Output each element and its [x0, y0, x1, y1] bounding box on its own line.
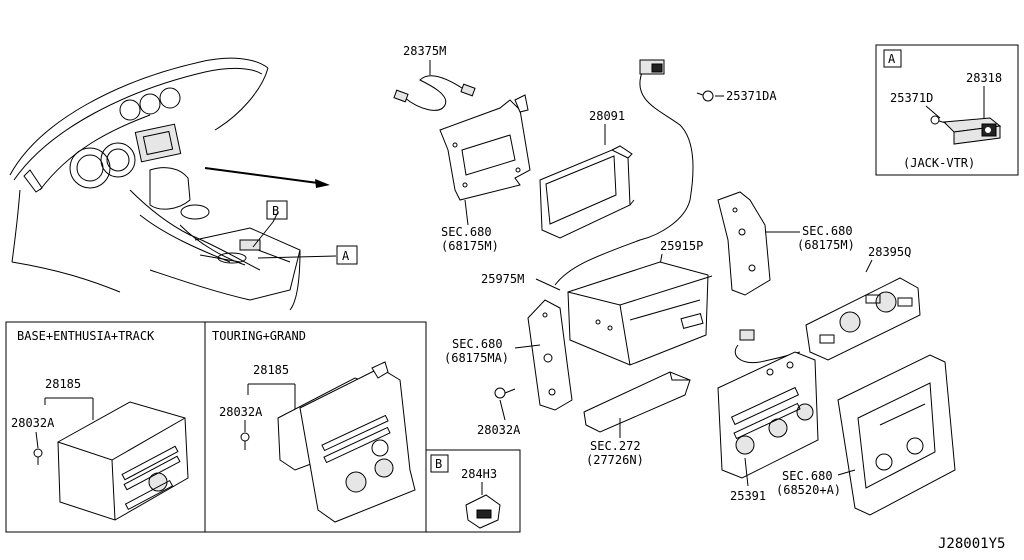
panel-base-part-2: 28032A	[11, 416, 55, 430]
inset-a-title: A	[888, 52, 896, 66]
label-28375M: 28375M	[403, 44, 446, 58]
inset-a-caption: (JACK-VTR)	[903, 156, 975, 170]
label-sec272-1: SEC.272	[590, 439, 641, 453]
label-sec680-b-1: SEC.680	[802, 224, 853, 238]
module-sec272	[583, 371, 691, 433]
cable-28375M	[393, 75, 476, 111]
panel-touring-part-1: 28185	[253, 363, 289, 377]
audio-unit-touring	[277, 361, 416, 523]
label-sec680-c-2: (68175MA)	[444, 351, 509, 365]
navigation-unit-25915P	[567, 261, 713, 366]
callout-a-box	[336, 245, 358, 265]
callout-a-label: A	[342, 249, 350, 263]
control-panel-28395Q	[805, 277, 921, 361]
callout-b-label: B	[272, 204, 279, 218]
label-28091: 28091	[589, 109, 625, 123]
panel-base-part-1: 28185	[45, 377, 81, 391]
label-sec272-2: (27726N)	[586, 453, 644, 467]
panel-base-title: BASE+ENTHUSIA+TRACK	[17, 329, 155, 343]
direction-arrow-icon	[204, 167, 330, 188]
inset-a-box	[875, 44, 1019, 176]
inset-a-title-box	[883, 49, 902, 68]
callout-b-box	[266, 200, 288, 220]
panel-touring-part-2: 28032A	[219, 405, 263, 419]
label-sec680-d-1: SEC.680	[782, 469, 833, 483]
screw-icon	[33, 448, 43, 465]
label-28395Q: 28395Q	[868, 245, 911, 259]
dashboard-illustration	[9, 57, 301, 311]
inset-b-title: B	[435, 457, 442, 471]
label-25391: 25391	[730, 489, 766, 503]
bracket-right	[717, 191, 771, 296]
label-sec680-a-2: (68175M)	[441, 239, 499, 253]
usb-connector-284H3	[465, 494, 501, 529]
screw-icon	[494, 387, 516, 399]
inset-b-box	[425, 449, 521, 533]
climate-control-25391	[717, 329, 819, 479]
inset-b-part-1: 284H3	[461, 467, 497, 481]
label-28032A: 28032A	[477, 423, 521, 437]
label-sec680-a-1: SEC.680	[441, 225, 492, 239]
diagram-code: J28001Y5	[938, 536, 1005, 552]
inset-b-title-box	[430, 454, 449, 473]
bracket-lower	[527, 299, 573, 411]
bezel-sec680	[837, 354, 956, 516]
harness-cable	[554, 59, 694, 286]
panel-touring-title: TOURING+GRAND	[212, 329, 306, 343]
jack-vtr-part	[942, 117, 1002, 145]
inset-a-part-1: 25371D	[890, 91, 933, 105]
label-sec680-d-2: (68520+A)	[776, 483, 841, 497]
label-25915P: 25915P	[660, 239, 703, 253]
screw-icon	[930, 115, 947, 125]
bracket-left	[439, 94, 531, 201]
display-unit-28091	[539, 145, 635, 239]
label-sec680-b-2: (68175M)	[797, 238, 855, 252]
audio-unit-base	[57, 401, 189, 521]
label-25371DA: 25371DA	[726, 89, 777, 103]
variant-panels-frame	[5, 321, 427, 533]
label-sec680-c-1: SEC.680	[452, 337, 503, 351]
bolt-icon	[696, 90, 714, 102]
label-25975M: 25975M	[481, 272, 524, 286]
inset-a-part-2: 28318	[966, 71, 1002, 85]
screw-icon	[240, 432, 250, 450]
